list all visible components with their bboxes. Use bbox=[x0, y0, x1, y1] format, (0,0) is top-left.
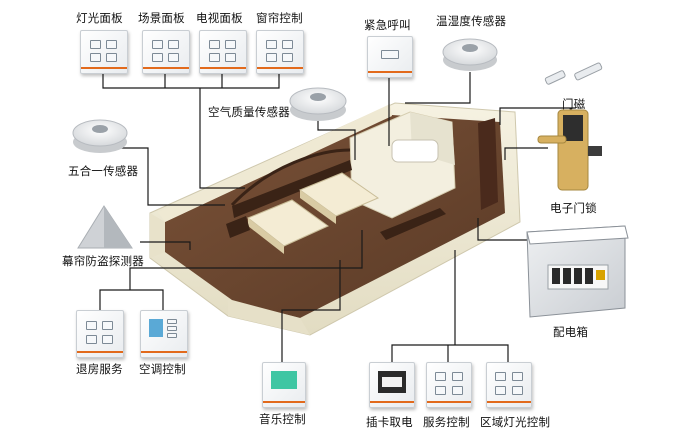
label-music-control: 音乐控制 bbox=[259, 412, 306, 426]
label-ac-control: 空调控制 bbox=[139, 362, 186, 376]
desk bbox=[380, 208, 446, 240]
label-curtain-detector: 幕帘防盗探测器 bbox=[62, 254, 144, 268]
sensor-temp-humidity bbox=[442, 38, 498, 71]
line-temp bbox=[405, 72, 471, 104]
label-service-control: 服务控制 bbox=[423, 415, 470, 429]
room-illustration bbox=[149, 102, 521, 336]
label-zone-light-control: 区域灯光控制 bbox=[480, 415, 551, 429]
sensor-air-quality bbox=[289, 87, 347, 121]
label-emergency-call: 紧急呼叫 bbox=[364, 18, 411, 32]
zone-light-panel-device bbox=[486, 362, 532, 408]
label-temp-humidity-sensor: 温湿度传感器 bbox=[436, 14, 507, 28]
bed-1-side bbox=[248, 218, 284, 254]
label-scene-panel: 场景面板 bbox=[138, 11, 185, 25]
line-bottom-left bbox=[99, 230, 363, 310]
label-distribution-box: 配电箱 bbox=[553, 325, 589, 339]
scene-panel-device bbox=[142, 30, 190, 74]
electronic-lock-device bbox=[537, 109, 602, 191]
room-back-wall bbox=[158, 104, 392, 222]
line-music bbox=[281, 260, 341, 362]
music-panel-device bbox=[262, 362, 306, 408]
label-card-power: 插卡取电 bbox=[366, 415, 413, 429]
line-top-panels bbox=[102, 72, 280, 89]
line-curtain-detector bbox=[140, 241, 191, 250]
distribution-box-device bbox=[526, 225, 629, 318]
checkout-panel-device bbox=[76, 310, 124, 358]
door-magnet-device bbox=[544, 62, 603, 85]
label-electronic-lock: 电子门锁 bbox=[550, 201, 597, 215]
line-lock bbox=[504, 147, 548, 160]
nightstand bbox=[226, 216, 250, 238]
label-air-quality-sensor: 空气质量传感器 bbox=[208, 105, 290, 119]
card-power-device bbox=[369, 362, 415, 408]
label-light-panel: 灯光面板 bbox=[76, 11, 123, 25]
label-five-in-one-sensor: 五合一传感器 bbox=[68, 164, 139, 178]
tv-panel-device bbox=[199, 30, 247, 74]
line-air bbox=[317, 118, 356, 160]
bathtub bbox=[391, 139, 439, 163]
line-five-in-one bbox=[100, 147, 225, 206]
label-checkout-service: 退房服务 bbox=[76, 362, 123, 376]
service-panel-device bbox=[426, 362, 472, 408]
room-left-wall bbox=[150, 213, 165, 258]
bed-2-side bbox=[300, 190, 336, 224]
curtain-panel-device bbox=[256, 30, 304, 74]
bed-2 bbox=[298, 172, 380, 217]
headboard bbox=[232, 160, 352, 218]
room-door bbox=[478, 118, 498, 210]
line-distribution bbox=[477, 218, 530, 241]
line-bottom-right bbox=[391, 250, 509, 362]
line-top-panels-drop bbox=[199, 88, 245, 189]
connection-lines bbox=[99, 72, 575, 362]
sensor-five-in-one bbox=[72, 119, 128, 153]
emergency-call-device bbox=[367, 36, 413, 78]
sensor-curtain-detector bbox=[77, 205, 133, 249]
line-door-magnet bbox=[499, 107, 575, 125]
label-door-magnet: 门磁 bbox=[562, 97, 586, 111]
ceiling-trim bbox=[230, 148, 351, 207]
label-tv-panel: 电视面板 bbox=[196, 11, 243, 25]
room-front-wall bbox=[228, 300, 310, 335]
light-panel-device bbox=[80, 30, 128, 74]
ac-panel-device bbox=[140, 310, 188, 358]
label-curtain-control: 窗帘控制 bbox=[256, 11, 303, 25]
